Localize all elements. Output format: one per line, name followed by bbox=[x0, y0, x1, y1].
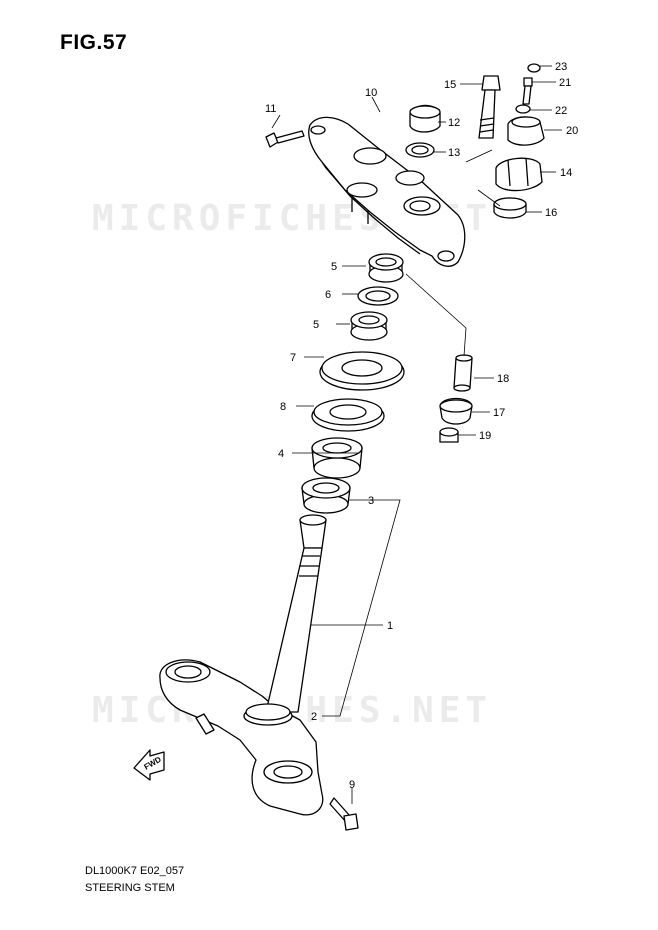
part-bolt-11[interactable] bbox=[265, 130, 305, 148]
callout-5-lower: 5 bbox=[313, 319, 319, 331]
callout-2: 2 bbox=[311, 711, 317, 723]
part-lock-washer-6[interactable] bbox=[357, 286, 399, 306]
part-bearing-4[interactable] bbox=[311, 437, 363, 479]
callout-8: 8 bbox=[280, 401, 286, 413]
callout-12: 12 bbox=[448, 117, 460, 129]
callout-6: 6 bbox=[325, 289, 331, 301]
callout-23: 23 bbox=[555, 61, 567, 73]
part-dust-seal-7[interactable] bbox=[319, 351, 405, 391]
callout-17: 17 bbox=[493, 407, 505, 419]
part-seal-2[interactable] bbox=[243, 703, 293, 726]
callout-13: 13 bbox=[448, 147, 460, 159]
callout-4: 4 bbox=[278, 448, 284, 460]
callout-22: 22 bbox=[555, 105, 567, 117]
fwd-arrow-icon bbox=[133, 749, 165, 781]
callout-3: 3 bbox=[368, 495, 374, 507]
part-steering-stem-1[interactable] bbox=[159, 514, 327, 816]
part-seal-8[interactable] bbox=[311, 398, 385, 432]
part-bolt-9[interactable] bbox=[329, 797, 359, 831]
part-upper-bracket[interactable] bbox=[308, 116, 466, 267]
part-bolt-21[interactable] bbox=[522, 77, 533, 105]
callout-9: 9 bbox=[349, 779, 355, 791]
callout-7: 7 bbox=[290, 352, 296, 364]
callout-14: 14 bbox=[560, 167, 572, 179]
callout-10: 10 bbox=[365, 87, 377, 99]
part-washer-13[interactable] bbox=[405, 142, 435, 158]
part-bolt-15[interactable] bbox=[478, 75, 501, 139]
part-spacer-18[interactable] bbox=[453, 354, 473, 392]
part-cushion-17[interactable] bbox=[439, 397, 473, 425]
callout-20: 20 bbox=[566, 125, 578, 137]
part-holder-14[interactable] bbox=[495, 157, 543, 192]
footer-title: STEERING STEM bbox=[85, 882, 175, 894]
part-nut-5-lower[interactable] bbox=[350, 311, 388, 341]
part-holder-20[interactable] bbox=[507, 116, 545, 146]
part-nut-5-upper[interactable] bbox=[368, 253, 404, 283]
part-cushion-16[interactable] bbox=[493, 197, 527, 219]
part-nut-19[interactable] bbox=[439, 427, 459, 443]
part-cap-12[interactable] bbox=[409, 104, 441, 133]
part-bearing-3[interactable] bbox=[301, 477, 351, 514]
callout-15: 15 bbox=[444, 79, 456, 91]
figure-title: FIG.57 bbox=[60, 31, 128, 54]
callout-11: 11 bbox=[265, 103, 276, 115]
callout-16: 16 bbox=[545, 207, 557, 219]
footer-model-code: DL1000K7 E02_057 bbox=[85, 865, 185, 877]
leader-lines bbox=[271, 65, 562, 804]
part-cap-23[interactable] bbox=[527, 63, 541, 73]
callout-1: 1 bbox=[387, 620, 393, 632]
callout-19: 19 bbox=[479, 430, 491, 442]
part-washer-22[interactable] bbox=[515, 104, 531, 114]
callout-5-upper: 5 bbox=[331, 261, 337, 273]
callout-21: 21 bbox=[559, 77, 571, 89]
callout-18: 18 bbox=[497, 373, 509, 385]
